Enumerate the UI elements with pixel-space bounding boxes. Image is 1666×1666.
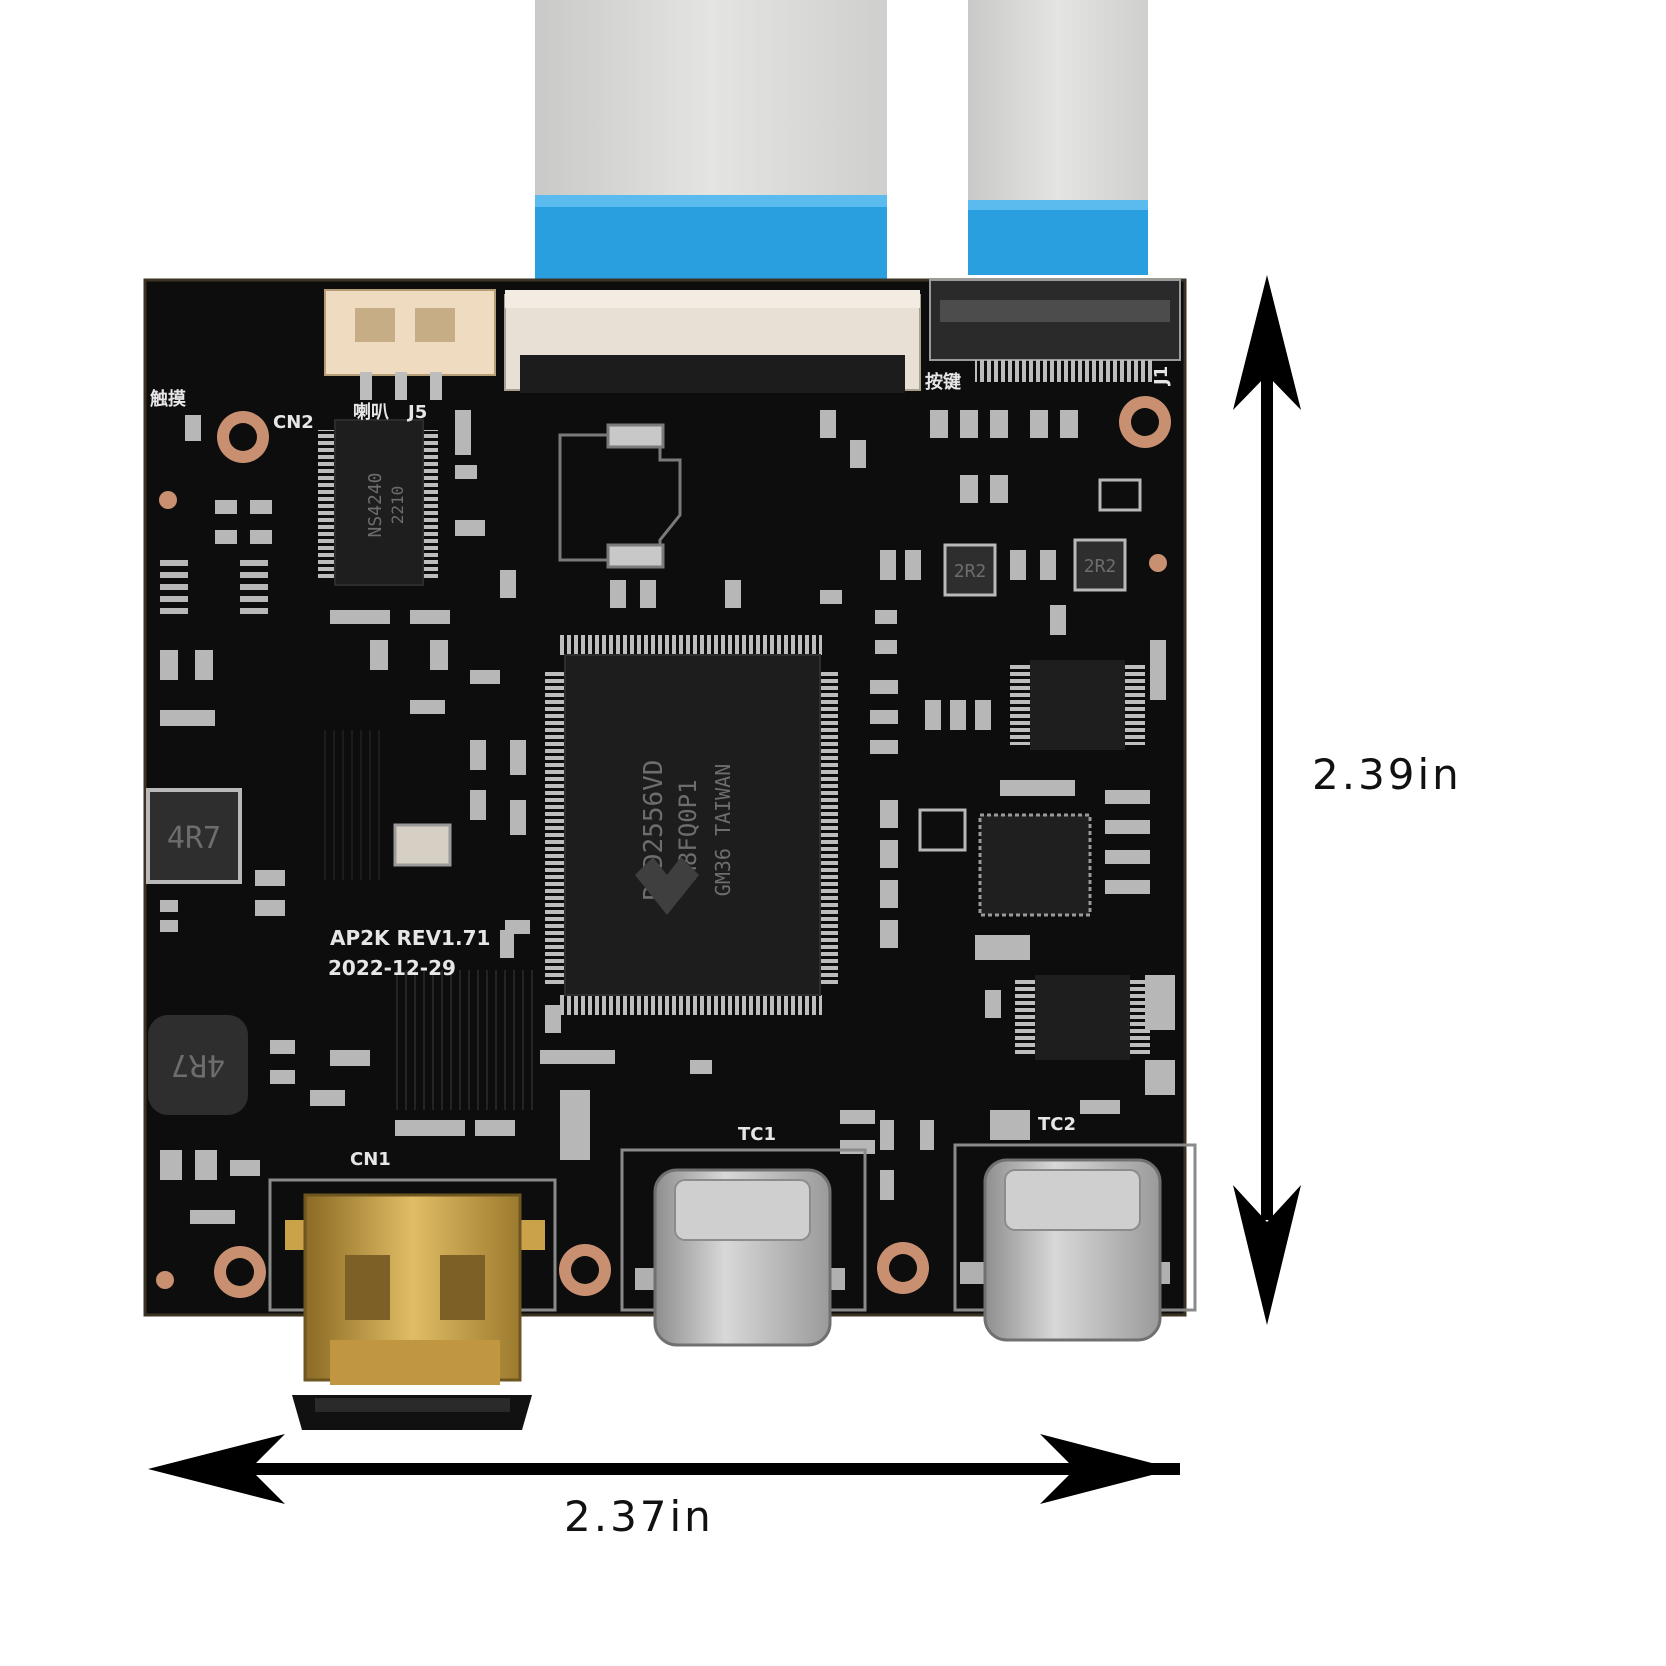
inductor-4r7-bottom: 4R7 [148, 1015, 248, 1115]
amp-chip: NS4240 2210 [318, 419, 438, 586]
main-chip: RTD2556VD M8FQ0P1 GM36 TAIWAN [545, 635, 838, 1015]
battery-outline [558, 423, 682, 569]
width-arrow [148, 1434, 1180, 1504]
usb-c-port-tc2 [960, 1158, 1170, 1342]
cn1-label: CN1 [350, 1149, 391, 1170]
ribbon-cable-right [968, 0, 1148, 275]
fpc-connector-right [929, 279, 1181, 382]
inductor-marking-4: 2R2 [1084, 556, 1117, 577]
smd-components [160, 410, 1175, 1224]
board-revision-label: AP2K REV1.71 [330, 926, 490, 950]
qfn-chip [978, 813, 1092, 917]
speaker-label: 喇叭 [353, 402, 389, 423]
j1-label: J1 [1151, 366, 1172, 387]
inductor-4r7-top: 4R7 [146, 788, 242, 884]
sop-chip-right [1010, 660, 1150, 1060]
height-dimension-label: 2.39in [1312, 750, 1462, 799]
touch-label: 触摸 [150, 388, 186, 410]
amp-chip-marking-2: 2210 [388, 486, 407, 525]
j5-label: J5 [406, 402, 427, 423]
mounting-holes [156, 396, 1171, 1298]
inductor-2r2-right: 2R2 [1073, 538, 1127, 592]
main-chip-marking-3: GM36 TAIWAN [711, 764, 735, 896]
amp-chip-marking-1: NS4240 [365, 472, 386, 537]
speaker-connector [324, 289, 496, 400]
pcb-board: RTD2556VD M8FQ0P1 GM36 TAIWAN NS4240 221… [143, 278, 1197, 1317]
tc2-label: TC2 [1038, 1114, 1076, 1135]
tc1-label: TC1 [738, 1124, 776, 1145]
cn2-label: CN2 [273, 412, 314, 433]
inductor-marking-2: 4R7 [171, 1047, 225, 1082]
ribbon-cable-left [535, 0, 887, 300]
height-arrow [1233, 275, 1301, 1325]
width-dimension-label: 2.37in [564, 1492, 714, 1541]
inductor-marking-3: 2R2 [954, 561, 987, 582]
realtek-logo-icon [635, 857, 699, 915]
inductor-2r2-left: 2R2 [943, 543, 997, 597]
inductor-marking-1: 4R7 [167, 821, 221, 856]
fpc-connector-left [504, 290, 921, 393]
mini-hdmi-port [285, 1193, 545, 1430]
keys-label: 按键 [925, 371, 961, 393]
usb-c-port-tc1 [635, 1168, 845, 1347]
crystal-oscillator [393, 823, 452, 867]
board-date-label: 2022-12-29 [328, 956, 456, 980]
